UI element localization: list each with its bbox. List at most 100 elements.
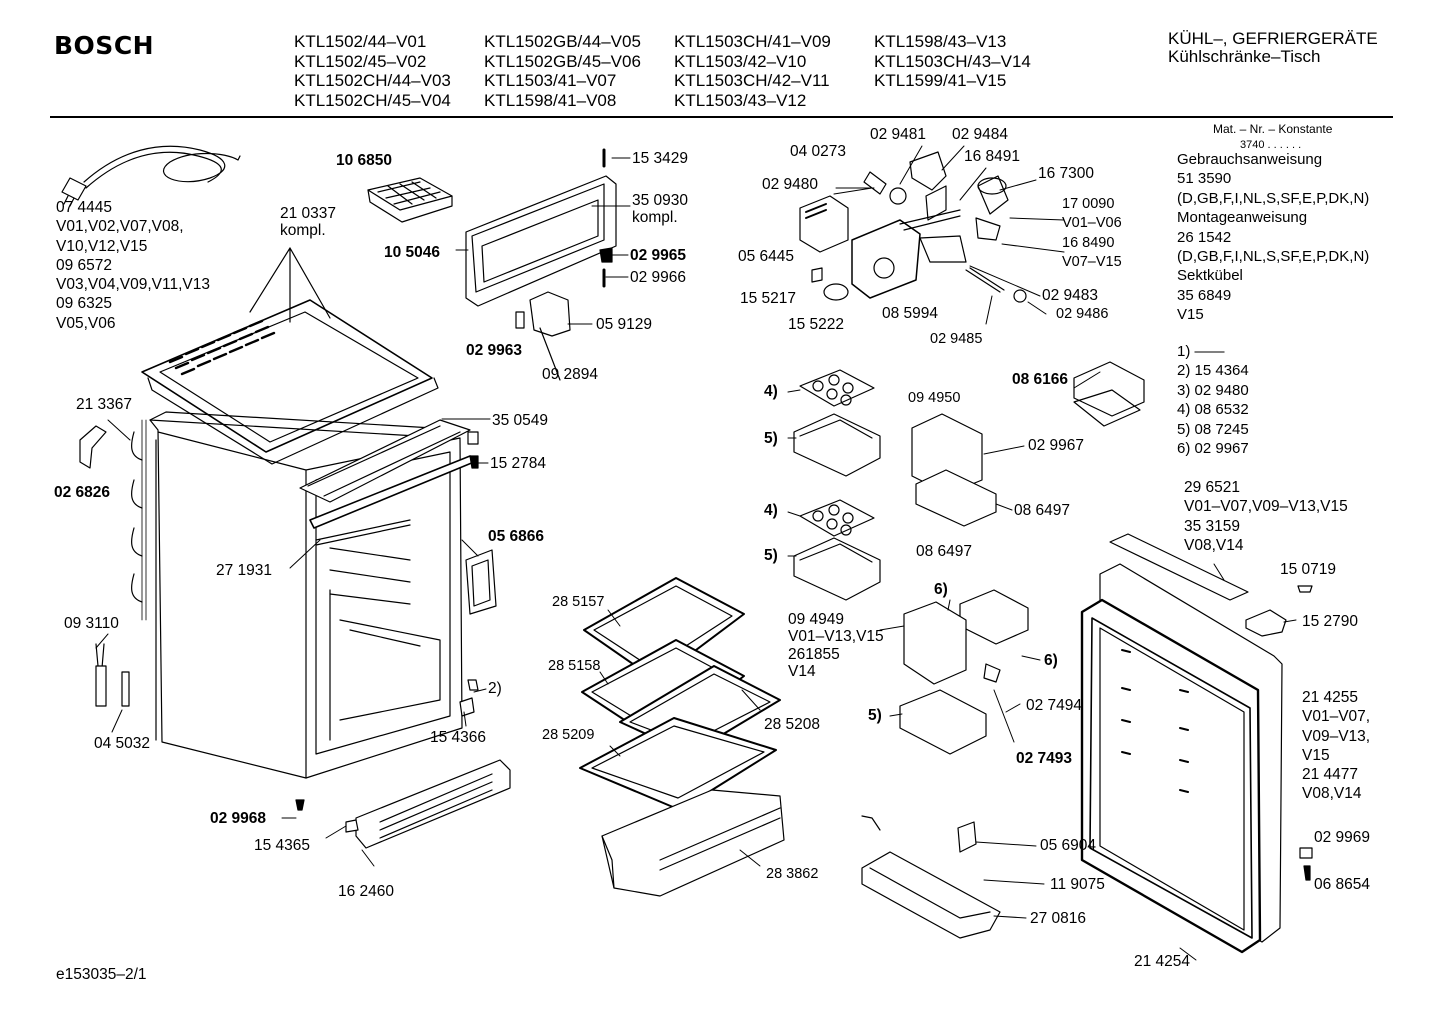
model-column-4: KTL1598/43–V13 KTL1503CH/43–V14 KTL1599/… — [874, 32, 1031, 91]
part-label-106850: 10 6850 — [336, 152, 393, 169]
sidebar-entry: 35 6849 — [1177, 286, 1232, 304]
part-label-085994: 08 5994 — [882, 305, 939, 322]
sidebar-title: Mat. – Nr. – Konstante — [1213, 122, 1333, 136]
model-column-1: KTL1502/44–V01 KTL1502/45–V02 KTL1502CH/… — [294, 32, 451, 110]
part-label-footnote-2: 2) — [488, 680, 502, 697]
part-label-170090: 17 0090 V01–V06 — [1062, 196, 1122, 231]
thermostat-assembly-drawing — [799, 151, 1027, 303]
part-label-027493: 02 7493 — [1016, 750, 1073, 767]
ice-tray-drawing — [367, 177, 453, 223]
cabinet-top-drawing — [141, 247, 439, 465]
model-item: KTL1503CH/42–V11 — [674, 71, 830, 90]
sidebar-entry: V15 — [1177, 306, 1204, 324]
part-label-154365: 15 4365 — [254, 837, 311, 854]
model-item: KTL1502CH/45–V04 — [294, 90, 451, 110]
part-label-029963: 02 9963 — [466, 342, 523, 359]
footnote-item: 6) 02 9967 — [1177, 440, 1249, 458]
part-label-285208: 28 5208 — [764, 716, 821, 733]
sidebar-entry: Gebrauchsanweisung — [1177, 151, 1323, 168]
footnote-item: 5) 08 7245 — [1177, 420, 1249, 438]
part-label-086166: 08 6166 — [1012, 371, 1069, 388]
part-label-285157: 28 5157 — [552, 594, 605, 610]
model-column-2: KTL1502GB/44–V05 KTL1502GB/45–V06 KTL150… — [484, 32, 641, 110]
part-label-footnote-4b: 4) — [764, 502, 778, 519]
part-label-029965: 02 9965 — [630, 247, 687, 264]
part-label-092894: 09 2894 — [542, 366, 599, 383]
part-label-283862: 28 3862 — [766, 866, 819, 882]
part-label-027494: 02 7494 — [1026, 697, 1083, 714]
rail-drawing — [299, 419, 475, 529]
part-label-029484: 02 9484 — [952, 126, 1009, 143]
part-label-footnote-6b: 6) — [1044, 652, 1058, 669]
part-label-119075: 11 9075 — [1050, 876, 1105, 893]
sidebar-entry: (D,GB,F,I,NL,S,SF,E,P,DK,N) — [1177, 248, 1370, 266]
part-label-155217: 15 5217 — [740, 290, 797, 307]
part-label-210337: 21 0337 kompl. — [280, 205, 337, 239]
sidebar-entry: Montageanweisung — [1177, 209, 1308, 227]
part-label-footnote-5b: 5) — [764, 547, 778, 564]
model-item: KTL1502CH/44–V03 — [294, 71, 451, 90]
part-label-094950: 09 4950 — [908, 390, 961, 406]
footnote-item: 1) —— — [1177, 343, 1225, 360]
model-item: KTL1502/45–V02 — [294, 51, 427, 71]
part-label-056904: 05 6904 — [1040, 837, 1097, 854]
part-label-026826: 02 6826 — [54, 484, 111, 501]
footnote-item: 3) 02 9480 — [1177, 381, 1249, 399]
part-label-150719: 15 0719 — [1280, 561, 1337, 578]
part-label-029481: 02 9481 — [870, 126, 927, 143]
part-label-168491: 16 8491 — [964, 148, 1021, 165]
header-divider — [50, 116, 1393, 118]
hinge-drawing — [79, 425, 107, 469]
sidebar-constant: 3740 . . . . . . — [1240, 139, 1302, 151]
part-label-056445: 05 6445 — [738, 248, 795, 265]
part-label-167300: 16 7300 — [1038, 165, 1095, 182]
part-label-093110: 09 3110 — [64, 615, 119, 632]
main-door-drawing — [1080, 533, 1313, 954]
model-item: KTL1598/41–V08 — [484, 90, 617, 110]
part-label-152790: 15 2790 — [1302, 613, 1359, 630]
part-label-040273: 04 0273 — [790, 143, 847, 160]
part-label-213367: 21 3367 — [76, 396, 133, 413]
sidebar-entry: 26 1542 — [1177, 228, 1232, 246]
part-label-152784: 15 2784 — [490, 455, 547, 472]
part-label-105046: 10 5046 — [384, 244, 441, 261]
plate-drawing — [465, 549, 497, 615]
part-label-350549: 35 0549 — [492, 412, 549, 429]
part-label-162460: 16 2460 — [338, 883, 395, 900]
part-label-296521: 29 6521 V01–V07,V09–V13,V15 35 3159 V08,… — [1184, 479, 1348, 554]
category-title: KÜHL–, GEFRIERGERÄTE — [1168, 29, 1378, 48]
model-item: KTL1598/43–V13 — [874, 32, 1007, 51]
door-shelf-drawing — [861, 815, 1001, 939]
part-label-068654: 06 8654 — [1314, 876, 1371, 893]
part-label-056866: 05 6866 — [488, 528, 545, 545]
part-label-270816: 27 0816 — [1030, 910, 1087, 927]
part-label-086497-a: 08 6497 — [1014, 502, 1071, 519]
sidebar-entry: Sektkübel — [1177, 267, 1243, 285]
model-item: KTL1503/43–V12 — [674, 90, 807, 110]
part-label-footnote-6a: 6) — [934, 581, 948, 598]
footnote-list: 1) —— 2) 15 4364 3) 02 9480 4) 08 6532 5… — [1177, 342, 1249, 458]
part-label-045032: 04 5032 — [94, 735, 151, 752]
cabinet-body-drawing — [131, 411, 467, 779]
model-item: KTL1502GB/44–V05 — [484, 32, 641, 51]
footnote-item: 4) 08 6532 — [1177, 401, 1249, 419]
part-label-footnote-5a: 5) — [764, 430, 778, 447]
grille-drawing — [295, 759, 511, 849]
sidebar-entry: 51 3590 — [1177, 170, 1232, 188]
part-label-029966: 02 9966 — [630, 269, 687, 286]
model-item: KTL1503/42–V10 — [674, 51, 807, 71]
part-label-029485: 02 9485 — [930, 331, 983, 347]
part-label-cable: 07 4445 V01,V02,V07,V08, V10,V12,V15 09 … — [56, 199, 210, 332]
part-label-086497-b: 08 6497 — [916, 543, 973, 560]
sidebar-entry: (D,GB,F,I,NL,S,SF,E,P,DK,N) — [1177, 189, 1370, 207]
part-label-271931: 27 1931 — [216, 562, 273, 579]
model-item: KTL1503CH/43–V14 — [874, 51, 1031, 71]
part-label-029480: 02 9480 — [762, 176, 819, 193]
part-label-029486: 02 9486 — [1056, 306, 1109, 322]
part-label-350930: 35 0930 kompl. — [632, 192, 689, 226]
brand-logo: BOSCH — [54, 31, 155, 60]
model-column-3: KTL1503CH/41–V09 KTL1503/42–V10 KTL1503C… — [674, 32, 831, 110]
part-label-214255: 21 4255 V01–V07, V09–V13, V15 21 4477 V0… — [1302, 689, 1371, 803]
part-label-153429: 15 3429 — [632, 150, 689, 167]
